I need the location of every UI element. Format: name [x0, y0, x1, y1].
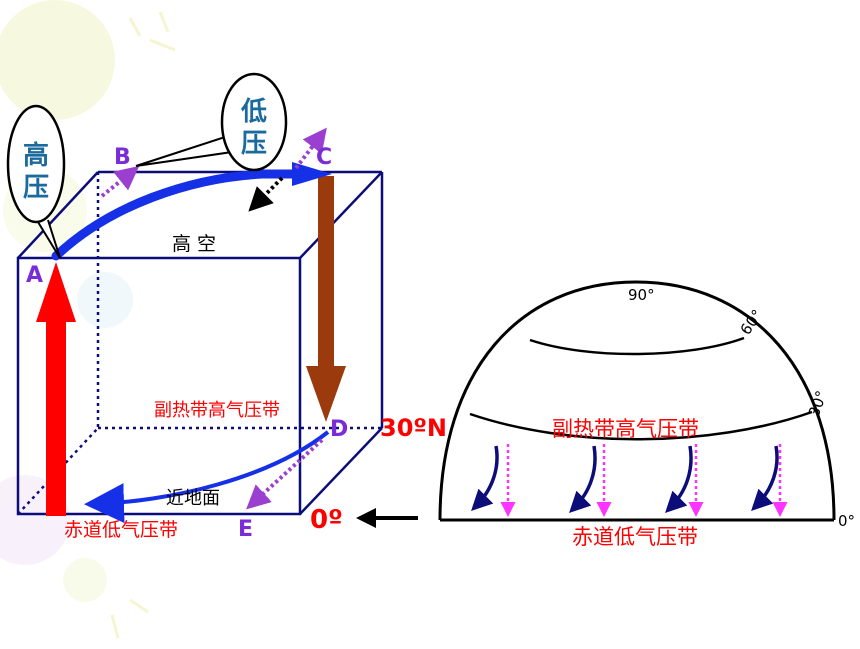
point-b-label: B	[114, 145, 131, 170]
high-pressure-char-2: 压	[23, 173, 49, 203]
latitude-30n-label: 30ºN	[380, 414, 447, 442]
point-e-label: E	[238, 517, 253, 542]
globe-lat-90-label: 90°	[628, 286, 655, 304]
low-pressure-char-2: 压	[241, 129, 267, 159]
low-pressure-callout: 低 压	[135, 72, 288, 172]
point-d-label: D	[330, 417, 348, 442]
cube-equatorial-belt-label: 赤道低气压带	[64, 519, 178, 541]
globe-lat-0-label: 0°	[838, 512, 855, 530]
point-c-label: C	[316, 145, 332, 170]
surface-flow-arrow	[84, 430, 330, 524]
rising-air-arrow	[36, 262, 76, 516]
cube-subtropical-belt-label: 副热带高气压带	[154, 400, 280, 421]
low-pressure-char-1: 低	[240, 97, 267, 127]
high-air-label: 高 空	[172, 233, 216, 255]
globe-equatorial-belt-label: 赤道低气压带	[572, 525, 698, 549]
sinking-air-arrow	[306, 176, 346, 422]
high-pressure-char-1: 高	[23, 140, 49, 171]
background-decoration	[0, 0, 176, 639]
high-pressure-callout: 高 压	[6, 104, 66, 259]
point-a-label: A	[26, 263, 43, 288]
deflection-arrows	[100, 127, 327, 510]
globe-subtropical-belt-label: 副热带高气压带	[552, 417, 699, 441]
latitude-0-label: 0º	[310, 505, 343, 535]
globe-diagram: 90° 60° 30° 0° 副热带高气压带 赤道低气压带	[438, 280, 855, 549]
near-ground-label: 近地面	[166, 488, 220, 509]
link-arrow	[356, 508, 418, 528]
upper-flow-arrow	[51, 162, 332, 261]
